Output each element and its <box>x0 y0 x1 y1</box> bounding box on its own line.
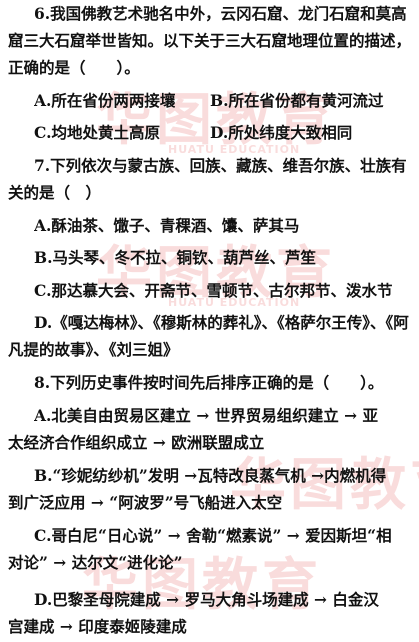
q8-option-d-line1: D.巴黎圣母院建成 → 罗马大角斗场建成 → 白金汉 <box>34 590 379 609</box>
q8-option-a-line1: A.北美自由贸易区建立 → 世界贸易组织建立 → 亚 <box>34 406 378 425</box>
q7-option-a: A.酥油茶、馓子、青稞酒、馕、萨其马 <box>34 216 300 235</box>
q6-option-a: A.所在省份两两接壤 <box>34 91 176 110</box>
q8-option-c-line2: 对论” → 达尔文“进化论” <box>8 553 183 572</box>
q8-option-b-line1: B.“珍妮纺纱机”发明 →瓦特改良蒸气机 →内燃机得 <box>34 466 387 485</box>
q7-option-d-line2: 凡提的故事》、《刘三姐》 <box>8 340 179 359</box>
q8-option-a-line2: 太经济合作组织成立 → 欧洲联盟成立 <box>8 433 265 452</box>
watermark-sub: HUATU EDUCATION <box>168 143 301 156</box>
q8-stem-line1: 8.下列历史事件按时间先后排序正确的是（ ）。 <box>34 373 384 392</box>
q7-option-d-line1: D.《嘎达梅林》、《穆斯林的葬礼》、《格萨尔王传》、《阿 <box>34 313 409 332</box>
q6-stem-line2: 窟三大石窟举世皆知。以下关于三大石窟地理位置的描述， <box>8 31 412 50</box>
q7-stem-line2: 关的是（ ） <box>8 183 102 202</box>
q7-stem-line1: 7.下列依次与蒙古族、回族、藏族、维吾尔族、壮族有 <box>34 156 407 175</box>
q6-option-d: D.所处纬度大致相同 <box>210 123 353 142</box>
q8-option-c-line1: C.哥白尼“日心说” → 舍勒“燃素说” → 爱因斯坦“相 <box>34 526 392 545</box>
q8-option-d-line2: 宫建成 → 印度泰姬陵建成 <box>8 617 187 636</box>
q7-option-b: B.马头琴、冬不拉、铜钦、葫芦丝、芦笙 <box>34 248 316 267</box>
watermark-brand: 华图教育 <box>96 88 336 153</box>
q6-option-b: B.所在省份都有黄河流过 <box>210 91 384 110</box>
q6-stem-line3: 正确的是（ ）。 <box>8 58 140 77</box>
q6-stem-line1: 6.我国佛教艺术驰名中外，云冈石窟、龙门石窟和莫高 <box>34 4 407 23</box>
q6-option-c: C.均地处黄土高原 <box>34 123 160 142</box>
q8-option-b-line2: 到广泛应用 → “阿波罗”号飞船进入太空 <box>8 493 283 512</box>
q7-option-c: C.那达慕大会、开斋节、雪顿节、古尔邦节、泼水节 <box>34 281 393 300</box>
